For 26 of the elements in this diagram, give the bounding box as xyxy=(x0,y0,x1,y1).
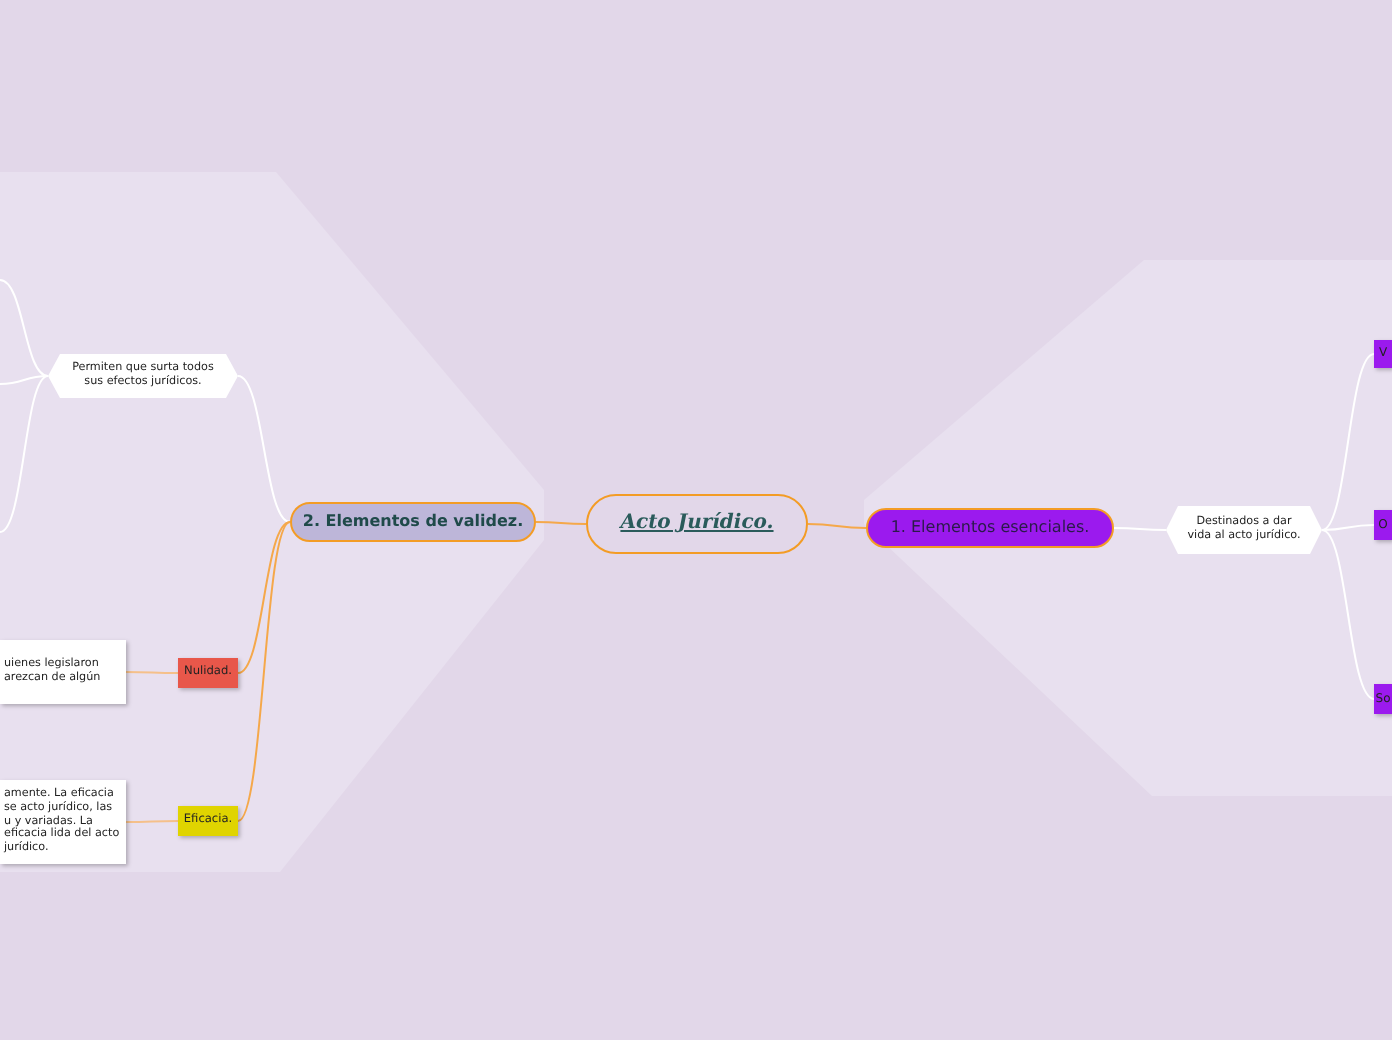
connector-line xyxy=(125,820,179,823)
connector-line xyxy=(237,521,291,674)
topic-box xyxy=(290,502,536,542)
central-topic xyxy=(586,494,808,554)
connector-line xyxy=(535,521,587,525)
subtopic-box xyxy=(1374,684,1392,714)
connector-line xyxy=(237,375,291,523)
node-text: 1. Elementos esenciales. xyxy=(890,518,1090,538)
subtopic-box xyxy=(1374,510,1392,540)
connector-line xyxy=(1321,529,1375,700)
connector-line xyxy=(807,523,867,529)
connector-line xyxy=(237,521,291,822)
subtopic-box xyxy=(178,806,238,836)
connector-line xyxy=(1321,353,1375,531)
node-text: Acto Jurídico. xyxy=(620,511,774,537)
node-text: 2. Elementos de validez. xyxy=(302,512,524,532)
connector-line xyxy=(125,671,179,674)
note-box xyxy=(0,640,126,704)
subtopic-box xyxy=(178,658,238,688)
connector-line xyxy=(0,279,49,377)
hexagon-box xyxy=(1166,506,1322,554)
topic-box xyxy=(866,508,1114,548)
hexagon-box xyxy=(48,354,238,398)
connector-line xyxy=(0,375,49,533)
subtopic-box xyxy=(1374,340,1392,368)
connector-line xyxy=(0,375,49,385)
